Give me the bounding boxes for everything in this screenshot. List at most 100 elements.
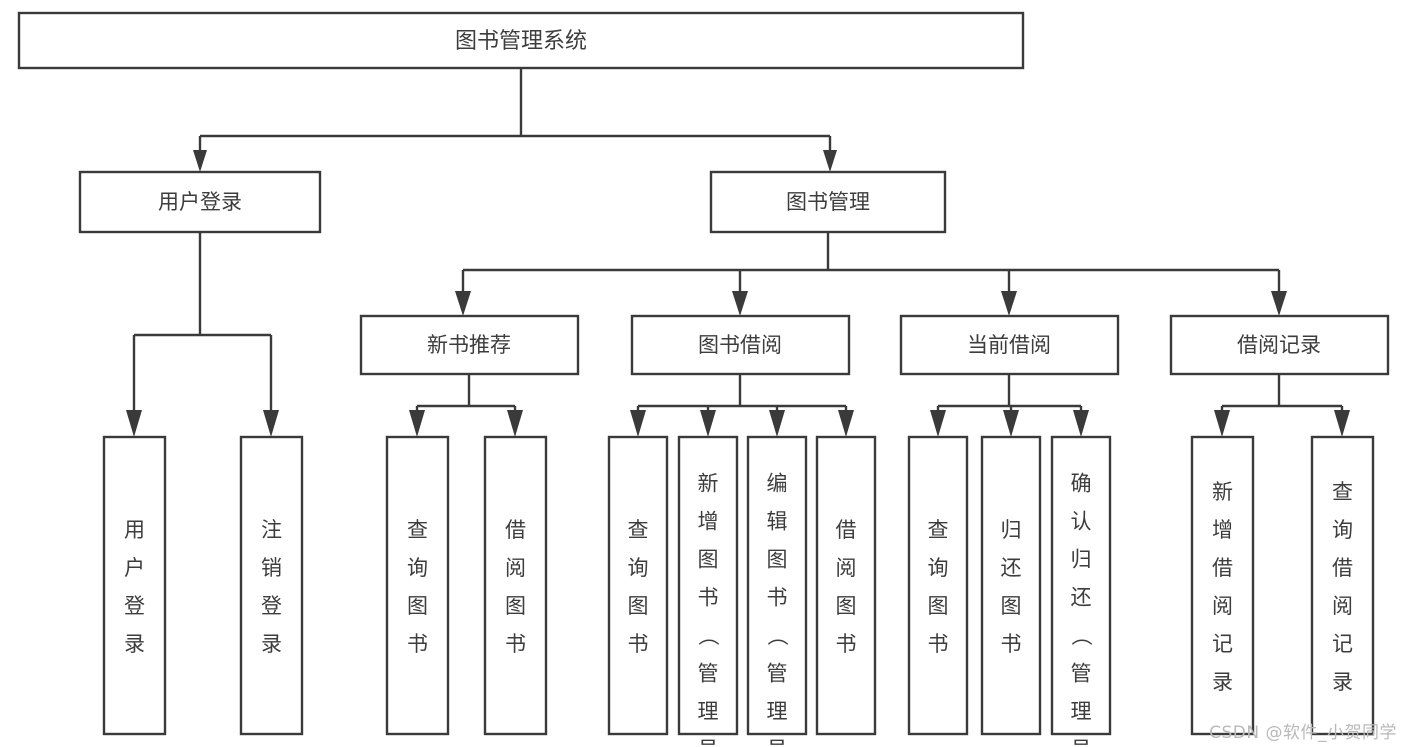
node-new-book-recommend-box[interactable] xyxy=(359,314,580,376)
leaf-logout-login-char: 录 xyxy=(261,632,282,656)
leaf-borrow-book-2-char: 图 xyxy=(836,594,857,618)
leaf-layer xyxy=(102,435,1375,736)
leaf-query-borrow-rec-char: 询 xyxy=(1332,518,1353,542)
leaf-query-book-3-box[interactable] xyxy=(907,435,969,736)
arrowhead-leaf-borrow-book-2 xyxy=(838,410,854,437)
leaf-add-borrow-rec-box[interactable] xyxy=(1190,435,1255,736)
leaf-query-book-2-char: 查 xyxy=(628,518,649,542)
leaf-add-book-admin-char: 增 xyxy=(698,509,719,533)
leaf-add-book-admin-char: 理 xyxy=(698,699,719,723)
leaf-edit-book-admin-char: 理 xyxy=(767,699,788,723)
leaf-return-book-char: 书 xyxy=(1001,632,1022,656)
arrowhead-user-login xyxy=(193,150,207,172)
leaf-edit-book-admin-char: （ xyxy=(765,625,789,646)
leaf-label-layer: 用户登录注销登录查询图书借阅图书查询图书新增图书（管理员）编辑图书（管理员）借阅… xyxy=(124,471,1353,747)
node-root[interactable]: 图书管理系统 xyxy=(17,11,1025,70)
arrowhead-book-borrow xyxy=(732,291,748,316)
leaf-query-borrow-rec-char: 查 xyxy=(1332,480,1353,504)
leaf-borrow-book-1-char: 图 xyxy=(505,594,526,618)
leaf-query-borrow-rec-box[interactable] xyxy=(1310,435,1375,736)
leaf-user-login-char: 录 xyxy=(124,632,145,656)
arrowhead-leaf-confirm-return xyxy=(1073,410,1089,437)
arrowhead-leaf-return-book xyxy=(1003,410,1019,437)
leaf-query-book-2-char: 图 xyxy=(628,594,649,618)
node-user-login-label: 用户登录 xyxy=(158,190,242,214)
leaf-edit-book-admin-char: 辑 xyxy=(767,509,788,533)
leaf-confirm-return-char: 认 xyxy=(1071,509,1092,533)
leaf-borrow-book-1-box[interactable] xyxy=(483,435,548,736)
arrowhead-leaf-add-book-admin xyxy=(700,410,716,437)
node-current-borrow-box[interactable] xyxy=(899,314,1120,376)
node-user-login[interactable]: 用户登录 xyxy=(78,170,322,234)
node-book-manage-box[interactable] xyxy=(709,170,947,234)
leaf-return-book-char: 归 xyxy=(1001,518,1022,542)
leaf-edit-book-admin-char: 书 xyxy=(767,585,788,609)
leaf-logout-login-char: 登 xyxy=(261,594,282,618)
arrowhead-leaf-query-book-1 xyxy=(409,410,425,437)
leaf-add-borrow-rec-char: 录 xyxy=(1212,670,1233,694)
leaf-query-book-2-box[interactable] xyxy=(607,435,669,736)
leaf-add-book-admin-char: 员 xyxy=(698,737,719,747)
leaf-user-login-box[interactable] xyxy=(102,435,167,736)
node-current-borrow[interactable]: 当前借阅 xyxy=(899,314,1120,376)
leaf-query-book-3-char: 询 xyxy=(928,556,949,580)
arrowhead-book-manage xyxy=(823,150,837,172)
leaf-query-book-3-char: 查 xyxy=(928,518,949,542)
leaf-confirm-return-box[interactable] xyxy=(1050,435,1112,736)
leaf-query-book-1-char: 询 xyxy=(407,556,428,580)
leaf-edit-book-admin-char: 管 xyxy=(767,661,788,685)
leaf-query-borrow-rec-char: 借 xyxy=(1332,556,1353,580)
node-borrow-record-box[interactable] xyxy=(1169,314,1390,376)
leaf-borrow-book-2-box[interactable] xyxy=(815,435,877,736)
watermark-credit: CSDN @软件_小贺同学 xyxy=(1209,723,1397,743)
leaf-query-book-2-char: 书 xyxy=(628,632,649,656)
leaf-add-book-admin-char: 图 xyxy=(698,547,719,571)
leaf-add-book-admin-char: （ xyxy=(696,625,720,646)
leaf-confirm-return-char: 归 xyxy=(1071,547,1092,571)
arrowhead-leaf-query-book-3 xyxy=(930,410,946,437)
node-borrow-record[interactable]: 借阅记录 xyxy=(1169,314,1390,376)
leaf-add-book-admin-box[interactable] xyxy=(677,435,739,736)
node-book-borrow[interactable]: 图书借阅 xyxy=(630,314,851,376)
leaf-add-book-admin-char: 书 xyxy=(698,585,719,609)
leaf-confirm-return-char: 确 xyxy=(1071,471,1092,495)
leaf-borrow-book-2-char: 借 xyxy=(836,518,857,542)
leaf-user-login-char: 用 xyxy=(124,518,145,542)
leaf-query-book-1-box[interactable] xyxy=(385,435,450,736)
node-user-login-box[interactable] xyxy=(78,170,322,234)
leaf-confirm-return-char: 管 xyxy=(1071,661,1092,685)
arrowhead-leaf-query-book-2 xyxy=(630,410,646,437)
arrowhead-leaf-query-borrow-rec xyxy=(1334,410,1350,437)
leaf-confirm-return-char: （ xyxy=(1069,625,1093,646)
leaf-borrow-book-1-char: 借 xyxy=(505,518,526,542)
node-root-box[interactable] xyxy=(17,11,1025,70)
arrowhead-current-borrow xyxy=(1001,291,1017,316)
node-book-borrow-box[interactable] xyxy=(630,314,851,376)
leaf-add-borrow-rec-char: 阅 xyxy=(1212,594,1233,618)
leaf-add-borrow-rec-char: 借 xyxy=(1212,556,1233,580)
leaf-add-book-admin-char: 管 xyxy=(698,661,719,685)
leaf-return-book-box[interactable] xyxy=(980,435,1042,736)
node-book-manage[interactable]: 图书管理 xyxy=(709,170,947,234)
arrowhead-leaf-edit-book-admin xyxy=(769,410,785,437)
leaf-query-borrow-rec-char: 阅 xyxy=(1332,594,1353,618)
leaf-logout-login-box[interactable] xyxy=(239,435,304,736)
node-book-borrow-label: 图书借阅 xyxy=(698,333,782,357)
leaf-query-book-3-char: 书 xyxy=(928,632,949,656)
leaf-edit-book-admin-box[interactable] xyxy=(746,435,808,736)
leaf-logout-login-char: 销 xyxy=(261,556,282,580)
leaf-user-login-char: 户 xyxy=(124,556,145,580)
leaf-query-book-1-char: 图 xyxy=(407,594,428,618)
node-new-book-recommend[interactable]: 新书推荐 xyxy=(359,314,580,376)
